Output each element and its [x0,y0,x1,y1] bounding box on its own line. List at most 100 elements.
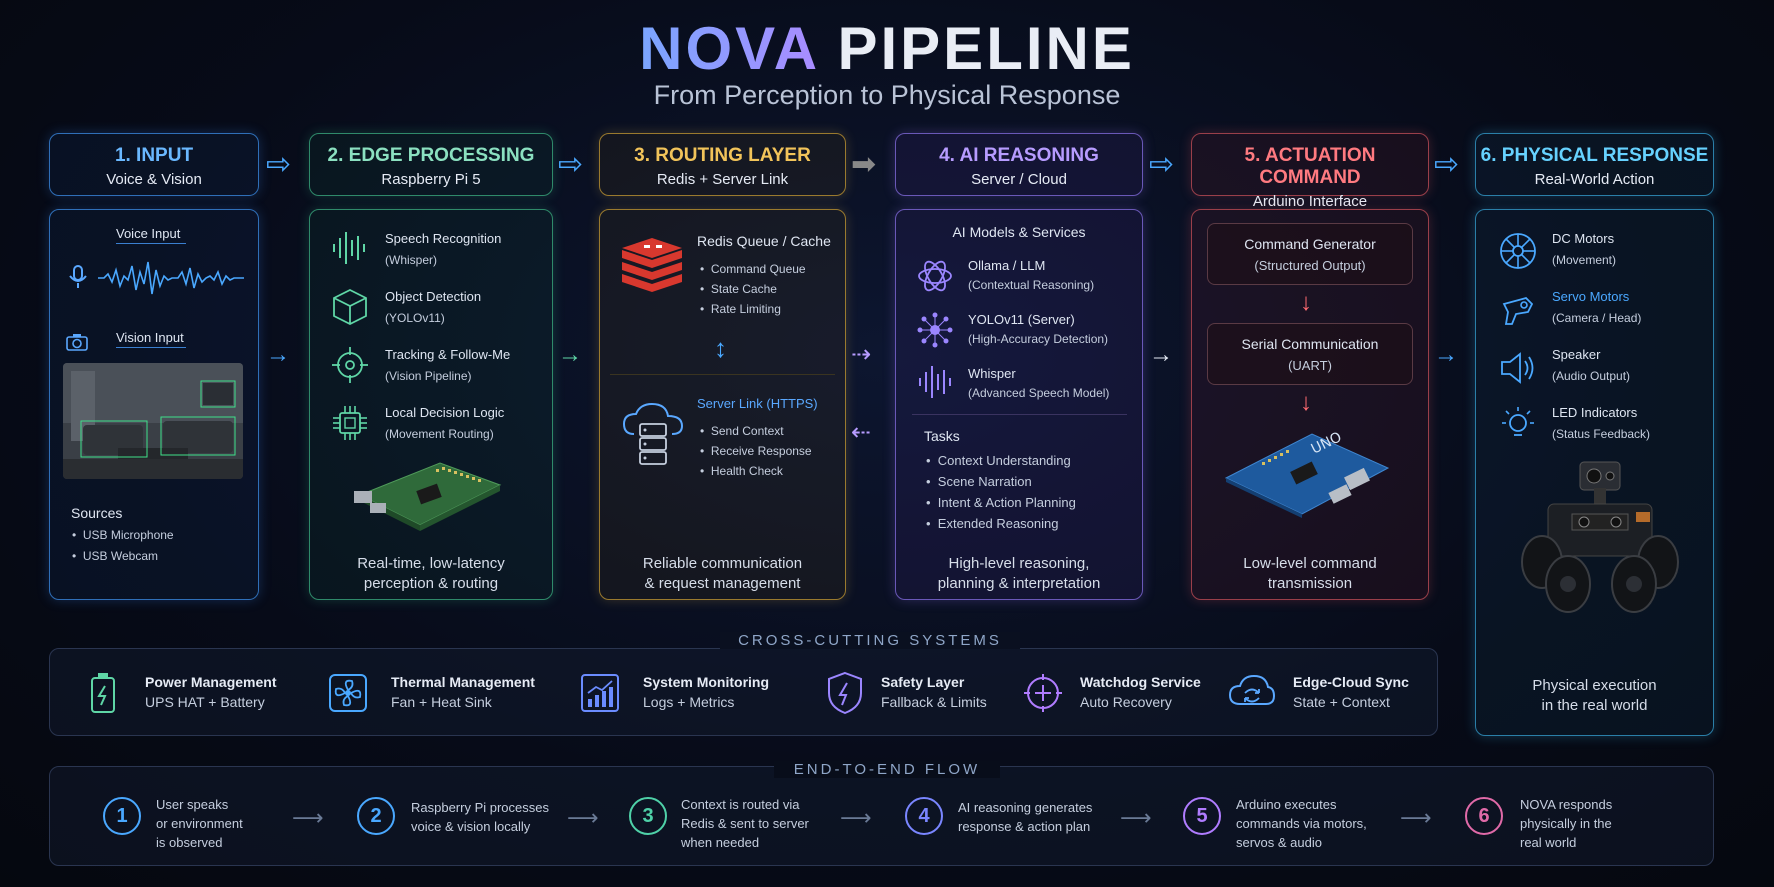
arrow-right-icon: ⟶ [567,805,599,830]
list-item: • Command Queue [700,262,806,276]
battery-icon [88,672,118,719]
flow-step-number: 1 [103,797,141,835]
edge-item-title: Speech Recognition [385,231,502,246]
page-subtitle: From Perception to Physical Response [653,80,1121,110]
arrow-right-icon: → [1149,341,1173,368]
edge-item-title: Object Detection [385,289,482,304]
cloud-sync-icon [1228,674,1276,717]
tasks-title: Tasks [924,428,960,444]
edge-panel [309,209,553,600]
ai-model-title: Whisper [968,366,1016,381]
fan-icon [328,673,368,718]
divider [912,414,1127,415]
ai-model-title: Ollama / LLM [968,258,1046,273]
robot-image [1512,458,1686,623]
watchdog-icon [1022,672,1064,719]
list-item: • Extended Reasoning [926,516,1059,531]
edge-item-detail: (YOLOv11) [385,311,445,325]
ai-panel [895,209,1143,600]
chip-icon [331,404,369,447]
waveform-icon [916,364,954,405]
list-item: • USB Webcam [72,549,159,563]
list-item: • Health Check [700,464,783,478]
list-item: • Scene Narration [926,474,1032,489]
list-item: • State Cache [700,282,777,296]
waveform-icon [330,230,370,271]
speaker-icon [1498,348,1538,393]
waveform-icon [98,258,244,303]
redis-title: Redis Queue / Cache [697,233,831,249]
edge-item-title: Local Decision Logic [385,405,505,420]
ai-footer: High-level reasoning,planning & interpre… [937,555,1101,592]
dashed-arrow-left-icon: ⇠ [851,419,872,446]
list-item: • Send Context [700,424,784,438]
crosshair-icon [331,346,369,389]
server-link-title: Server Link (HTTPS) [697,396,818,411]
flow-step-number: 5 [1183,797,1221,835]
down-arrow-icon: ↓ [1300,289,1312,316]
edge-item-detail: (Movement Routing) [385,427,494,441]
arduino-board-image: UNO [1222,428,1392,523]
divider [116,243,186,244]
edge-item-detail: (Vision Pipeline) [385,369,472,383]
flow-step-number: 4 [905,797,943,835]
arrow-right-icon: ⟶ [1120,805,1152,830]
wheel-icon [1498,231,1538,276]
network-icon [916,311,954,354]
ai-model-title: YOLOv11 (Server) [968,312,1075,327]
command-generator-box: Command Generator (Structured Output) [1207,223,1413,285]
openai-knot-icon [916,257,954,300]
physical-item-title: Speaker [1552,347,1601,362]
cross-cutting-panel [49,648,1438,736]
divider [116,347,186,348]
ai-model-detail: (High-Accuracy Detection) [968,332,1109,346]
serial-communication-box: Serial Communication (UART) [1207,323,1413,385]
list-item: • Rate Limiting [700,302,781,316]
sources-title: Sources [71,505,123,521]
ai-model-detail: (Contextual Reasoning) [968,278,1095,292]
routing-footer: Reliable communication& request manageme… [642,555,803,592]
list-item: • Receive Response [700,444,812,458]
physical-item-title: Servo Motors [1552,289,1630,304]
divider [610,374,835,375]
ai-section-title: AI Models & Services [952,224,1086,240]
arrow-right-icon: ⇨ [558,148,584,181]
down-arrow-icon: ↓ [1300,389,1312,416]
dashed-arrow-right-icon: ⇢ [851,341,872,368]
flow-title: END-TO-END FLOW [774,761,1000,778]
page-title: NOVA PIPELINE [639,15,1135,82]
living-room-image [63,363,243,479]
shield-icon [826,671,864,720]
bulb-icon [1498,405,1538,450]
arrow-right-icon: ⇨ [266,148,292,181]
arrow-right-icon: ⟶ [840,805,872,830]
redis-icon [620,236,684,303]
ai-model-detail: (Advanced Speech Model) [968,386,1110,400]
voice-input-label: Voice Input [116,226,181,241]
arrow-right-icon: ⟶ [1400,805,1432,830]
flow-step-number: 6 [1465,797,1503,835]
up-down-arrow-icon: ↕ [714,333,727,363]
arrow-right-icon: ⟶ [292,805,324,830]
list-item: • Context Understanding [926,453,1071,468]
chart-icon [580,673,620,718]
microphone-icon [67,264,89,295]
edge-item-title: Tracking & Follow-Me [385,347,511,362]
physical-item-title: LED Indicators [1552,405,1638,420]
